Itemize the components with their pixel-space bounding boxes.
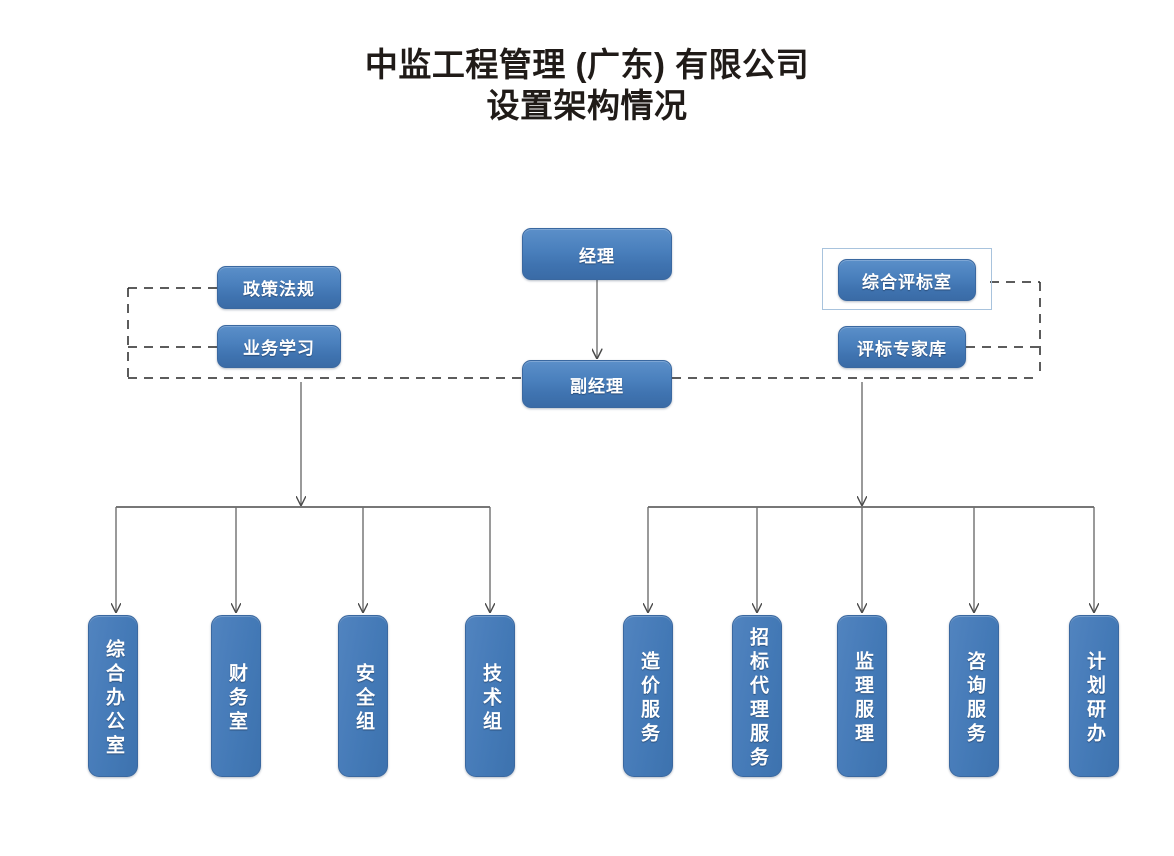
node-bidding-agency-service-label: 招标代理服务	[746, 627, 768, 771]
node-consulting-service[interactable]: 咨询服务	[949, 615, 999, 777]
node-business-study[interactable]: 业务学习	[217, 325, 341, 368]
edge-left-department-bus	[116, 382, 490, 612]
node-comprehensive-bid-evaluation-room[interactable]: 综合评标室	[838, 259, 976, 301]
node-general-office[interactable]: 综合办公室	[88, 615, 138, 777]
node-finance-office-label: 财务室	[225, 663, 247, 735]
node-consulting-service-label: 咨询服务	[963, 651, 985, 747]
edge-right-department-bus	[648, 382, 1094, 612]
node-planning-research-office-label: 计划研办	[1083, 651, 1105, 747]
node-general-office-label: 综合办公室	[102, 639, 124, 759]
page-title-line-2: 设置架构情况	[486, 87, 688, 124]
node-deputy-manager-label: 副经理	[570, 376, 624, 396]
node-manager[interactable]: 经理	[522, 228, 672, 280]
node-cost-service-label: 造价服务	[637, 651, 659, 747]
node-safety-group-label: 安全组	[352, 663, 374, 735]
node-technical-group[interactable]: 技术组	[465, 615, 515, 777]
node-deputy-manager[interactable]: 副经理	[522, 360, 672, 408]
node-supervision-service[interactable]: 监理服理	[837, 615, 887, 777]
node-policy-regulations[interactable]: 政策法规	[217, 266, 341, 309]
node-bid-evaluation-expert-database-label: 评标专家库	[857, 339, 947, 359]
node-supervision-service-label: 监理服理	[851, 651, 873, 747]
node-planning-research-office[interactable]: 计划研办	[1069, 615, 1119, 777]
page-title-line-1: 中监工程管理 (广东) 有限公司	[364, 46, 810, 83]
edge-dashed-right-bracket	[672, 281, 1041, 379]
selection-frame[interactable]	[822, 248, 992, 310]
node-comprehensive-bid-evaluation-room-label: 综合评标室	[862, 272, 952, 292]
node-bid-evaluation-expert-database[interactable]: 评标专家库	[838, 326, 966, 368]
node-policy-regulations-label: 政策法规	[243, 280, 315, 299]
node-bidding-agency-service[interactable]: 招标代理服务	[732, 615, 782, 777]
edge-dashed-left-bracket	[127, 287, 522, 379]
page-title: 中监工程管理 (广东) 有限公司 设置架构情况	[0, 44, 1174, 126]
node-safety-group[interactable]: 安全组	[338, 615, 388, 777]
node-technical-group-label: 技术组	[479, 663, 501, 735]
node-business-study-label: 业务学习	[243, 339, 315, 358]
node-finance-office[interactable]: 财务室	[211, 615, 261, 777]
node-cost-service[interactable]: 造价服务	[623, 615, 673, 777]
node-manager-label: 经理	[579, 246, 615, 266]
